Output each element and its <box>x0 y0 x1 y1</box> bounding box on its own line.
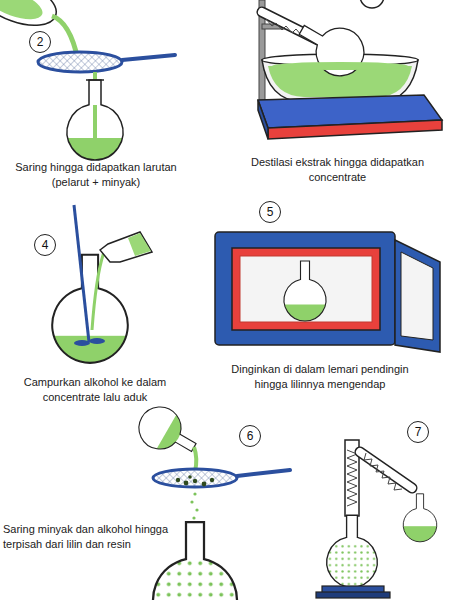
sieve <box>153 469 237 487</box>
step-7-illustration <box>316 440 438 598</box>
step-3-illustration <box>258 0 442 139</box>
step-5-illustration <box>215 232 440 352</box>
step-caption: Saring minyak dan alkohol hingga terpisa… <box>3 522 175 552</box>
callout-number: 4 <box>42 239 49 251</box>
refrigerator-door <box>395 240 440 352</box>
wax-residue <box>176 475 214 486</box>
step-caption: Dinginkan di dalam lemari pendingin hing… <box>220 362 420 392</box>
sieve <box>38 52 122 72</box>
callout-number: 6 <box>247 430 254 442</box>
refrigerator-interior <box>232 248 380 330</box>
step-caption: Saring hingga didapatkan larutan (pelaru… <box>3 160 189 190</box>
flask-liquid <box>0 0 46 26</box>
refrigerator <box>215 232 395 345</box>
sieve-handle <box>237 470 290 476</box>
step-2-illustration <box>0 0 175 168</box>
callout-circle: 4 <box>34 234 56 256</box>
pouring-flask <box>131 398 205 467</box>
callout-circle <box>360 0 384 8</box>
boiling-flask <box>325 515 379 589</box>
step-6-illustration <box>131 398 290 600</box>
step-4-illustration <box>50 205 153 376</box>
round-flask <box>50 255 131 376</box>
callout-circle: 6 <box>239 425 261 447</box>
round-flask <box>283 261 328 327</box>
callout-circle: 2 <box>29 31 51 53</box>
sieve-handle <box>122 55 175 60</box>
callout-circle: 7 <box>407 421 429 443</box>
callout-number: 7 <box>415 426 422 438</box>
round-flask <box>65 80 125 168</box>
step-caption: Destilasi ekstrak hingga didapatkan conc… <box>235 155 440 185</box>
callout-number: 5 <box>267 206 274 218</box>
receiving-flask <box>402 494 438 544</box>
callout-number: 2 <box>37 36 44 48</box>
callout-circle: 5 <box>259 201 281 223</box>
stirring-rod <box>74 205 89 342</box>
distilling-flask <box>290 9 373 84</box>
alcohol-stream <box>92 252 104 330</box>
erlenmeyer-flask <box>100 232 152 262</box>
step-caption: Campurkan alkohol ke dalam concentrate l… <box>15 375 175 405</box>
condenser <box>360 452 412 488</box>
